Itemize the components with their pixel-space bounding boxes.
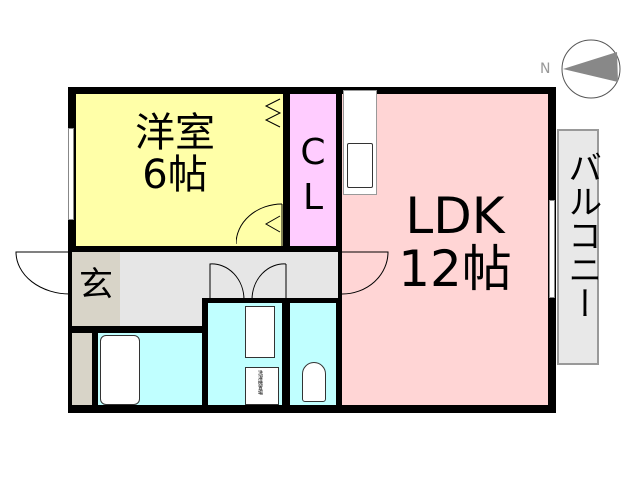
washbasin-icon — [245, 306, 275, 358]
compass-icon — [561, 39, 621, 99]
toilet-icon — [302, 362, 326, 402]
balcony — [557, 129, 599, 365]
balcony-door — [549, 200, 555, 298]
closet — [290, 94, 336, 246]
western-room-label: 洋室 6帖 — [110, 112, 240, 196]
western-room — [76, 94, 283, 246]
kitchen-sink-icon — [347, 143, 373, 188]
balcony-label: バルコニー — [561, 150, 602, 320]
bathtub-icon — [100, 335, 140, 405]
closet-label: CL — [300, 132, 326, 218]
entrance-label: 玄 — [79, 265, 113, 305]
ldk-name: LDK — [405, 187, 505, 245]
ldk-door-icon — [341, 251, 389, 295]
washer-area — [245, 367, 279, 405]
closet-door-icon — [236, 98, 283, 246]
ldk-size: 12帖 — [398, 239, 512, 298]
compass-label: N — [540, 61, 551, 77]
washroom-door-icon — [209, 263, 287, 301]
window — [68, 128, 74, 220]
washer-area-label: 洗濯機置場 — [257, 370, 263, 395]
western-room-size: 6帖 — [142, 152, 208, 198]
ldk-label: LDK 12帖 — [370, 190, 540, 295]
shoe-storage — [72, 333, 92, 405]
western-room-name: 洋室 — [135, 110, 215, 156]
entrance — [72, 252, 120, 326]
entrance-door-icon — [15, 251, 71, 295]
